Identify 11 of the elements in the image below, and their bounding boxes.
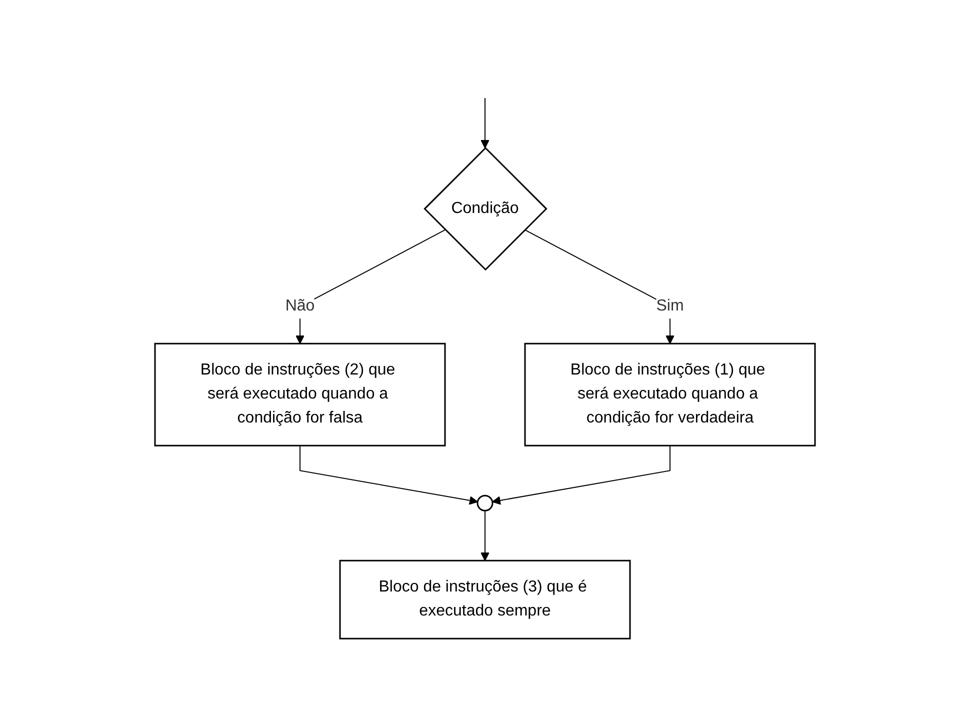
arrow <box>480 97 490 148</box>
arrow <box>300 444 478 504</box>
node-box: Bloco de instruções (3) que é executado sempre <box>339 560 631 640</box>
node-circle <box>476 494 494 512</box>
node-box: Bloco de instruções (2) que será executado quando a condição for falsa <box>154 342 446 446</box>
arrow <box>480 510 490 561</box>
edge-label: Sim <box>656 297 684 314</box>
edge-label: Não <box>285 297 315 314</box>
node-box: Bloco de instruções (1) que será executado quando a condição for verdadeira <box>524 342 816 446</box>
arrow <box>492 444 670 504</box>
node-diamond: Condição <box>424 146 548 270</box>
